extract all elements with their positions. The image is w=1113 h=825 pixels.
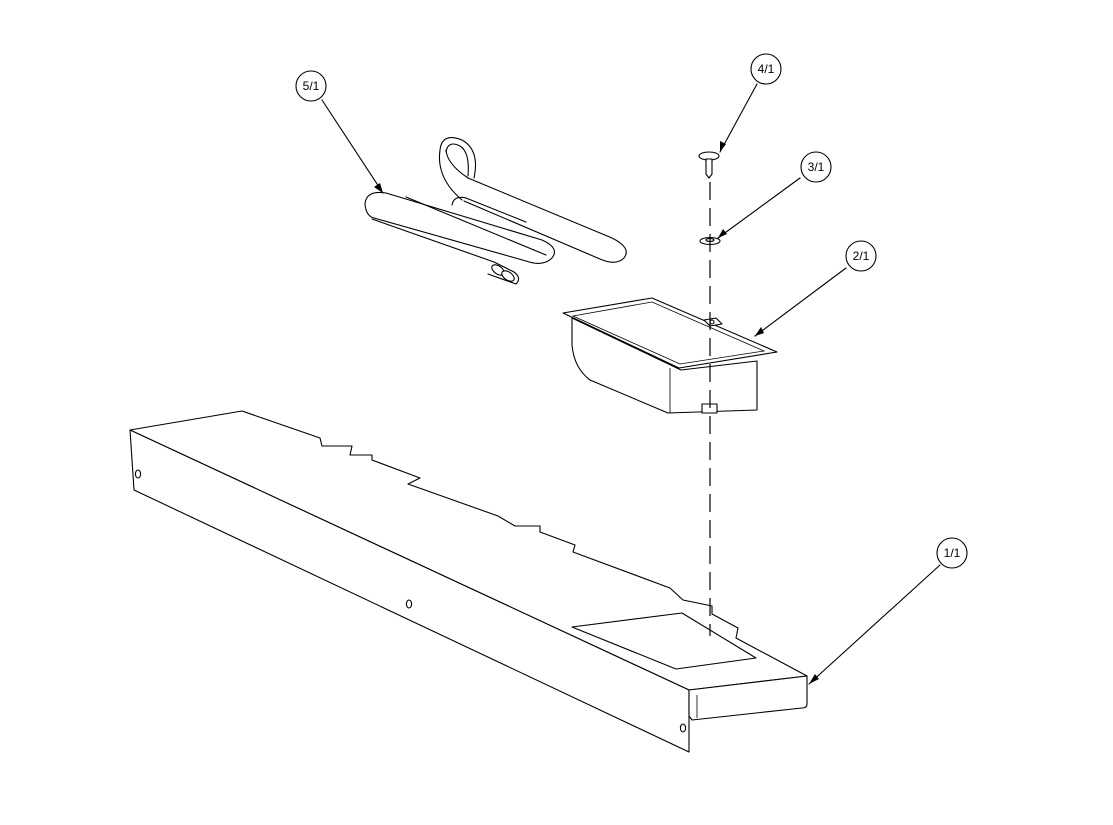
callout-label: 1/1 [944, 546, 961, 560]
arrowhead-3 [718, 229, 727, 238]
callout-label: 4/1 [758, 62, 775, 76]
arrowhead-4 [720, 141, 726, 152]
heating-element-part [364, 137, 627, 285]
arrowheads [374, 141, 819, 684]
callout-bubble-4: 4/1 [750, 53, 782, 85]
screw-part [698, 151, 720, 179]
leader-line-3 [717, 177, 801, 239]
leader-line-2 [754, 267, 847, 337]
callout-label: 3/1 [808, 160, 825, 174]
callout-label: 2/1 [853, 249, 870, 263]
arrowhead-2 [755, 327, 764, 336]
callout-bubble-2: 2/1 [845, 240, 877, 272]
leader-line-4 [719, 83, 758, 153]
tray-part [129, 410, 808, 753]
callout-bubble-5: 5/1 [295, 70, 327, 102]
box-part [562, 297, 778, 414]
leader-lines [321, 83, 941, 685]
arrowhead-1 [809, 674, 819, 684]
callout-label: 5/1 [303, 79, 320, 93]
leader-line-5 [321, 99, 384, 194]
leader-line-1 [808, 564, 941, 685]
callout-bubble-3: 3/1 [800, 151, 832, 183]
callout-bubble-1: 1/1 [936, 537, 968, 569]
arrowhead-5 [374, 183, 383, 193]
